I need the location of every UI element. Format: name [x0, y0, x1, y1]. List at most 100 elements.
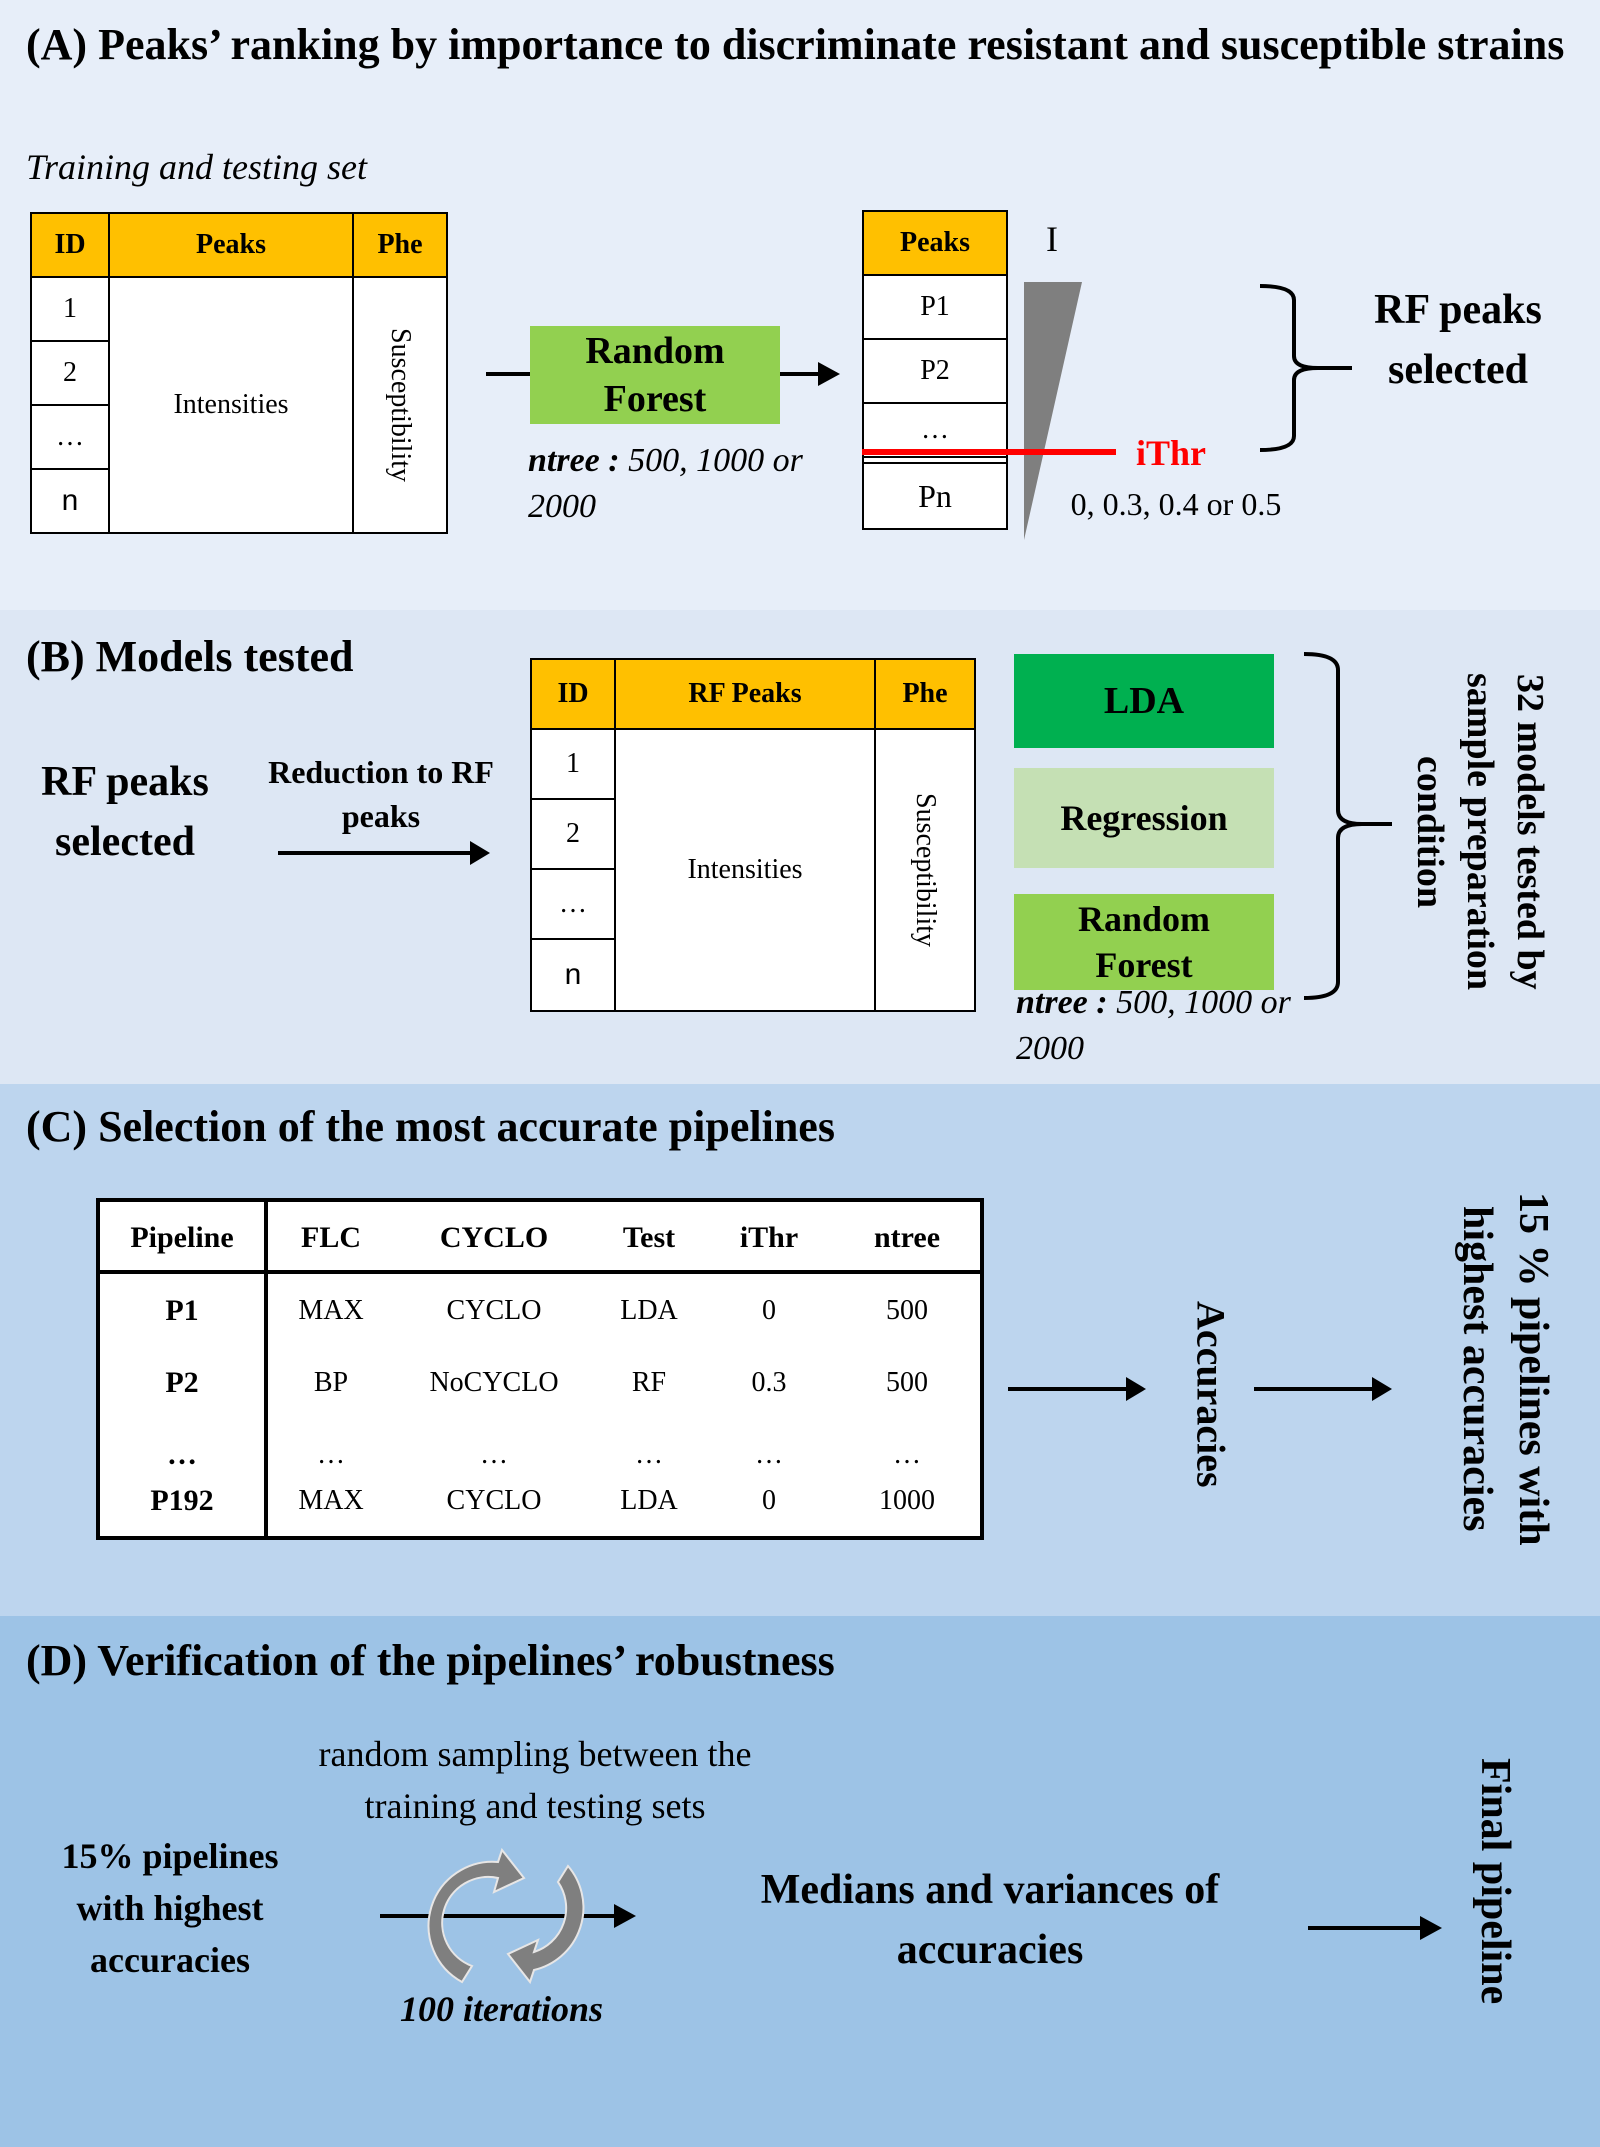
arrow-head [1420, 1916, 1442, 1940]
peak-item: … [864, 404, 1006, 458]
cyclo-value: NoCYCLO [429, 1367, 559, 1398]
final-pipeline-label: Final pipeline [1472, 1757, 1518, 2005]
ntree-key: ntree : [1016, 984, 1108, 1021]
top-pipelines-input: 15% pipelines with highest accuracies [61, 1836, 279, 1980]
ithr-value: 0 [762, 1485, 776, 1516]
ithr-value: 0.3 [751, 1367, 787, 1398]
panel-d-graphics [380, 1847, 1442, 1985]
cyclo-value: CYCLO [446, 1485, 542, 1516]
flc-value: BP [313, 1367, 349, 1398]
table-id-cell: 2 [532, 800, 616, 870]
test-value: LDA [620, 1485, 678, 1516]
intensities-label: Intensities [110, 278, 354, 532]
iterations-label: 100 iterations [400, 1989, 604, 2029]
pipelines-table: Pipeline FLC CYCLO Test iThr ntree P1 MA… [96, 1198, 984, 1540]
random-forest-box: Random Forest [530, 326, 780, 424]
panel-d: (D) Verification of the pipelines’ robus… [0, 1616, 1600, 2147]
table-row: P1 MAX CYCLO LDA 0 500 [100, 1278, 980, 1344]
table-header-phe: Phe [876, 660, 974, 730]
ithr-value: … [755, 1439, 783, 1470]
pipeline-id: … [167, 1438, 197, 1471]
rf-peaks-selected-b: RF peaks selected [41, 759, 209, 865]
peak-item: P1 [864, 276, 1006, 340]
flc-value: MAX [298, 1485, 364, 1516]
final-pipeline-note: Final pipeline [1440, 1666, 1550, 2096]
panel-b-graphics [278, 652, 1392, 1000]
reduction-label: Reduction to RF peaks [268, 754, 494, 834]
cyclo-value: CYCLO [446, 1295, 542, 1326]
table-id-cell: 1 [532, 730, 616, 800]
arrow-head [1372, 1377, 1392, 1401]
ranked-peaks-list: Peaks P1 P2 … Pn [862, 210, 1008, 530]
arrow-head [614, 1904, 636, 1928]
ntree-values: 500, 1000 or 2000 [1016, 984, 1291, 1067]
table-id-cell: n [532, 940, 616, 1010]
ithr-values: 0, 0.3, 0.4 or 0.5 [1070, 486, 1282, 522]
training-table: ID Peaks Phe 1 2 … n Intensities Suscept… [30, 212, 448, 534]
table-id-cell: 2 [32, 342, 110, 406]
ntree-key: ntree : [528, 442, 620, 479]
peak-separator [864, 458, 1006, 464]
peak-item: Pn [918, 477, 952, 514]
models-tested-label: 32 models tested by sample preparation c… [1409, 673, 1551, 991]
panel-c: (C) Selection of the most accurate pipel… [0, 1084, 1600, 1616]
table-id-cell: 1 [32, 278, 110, 342]
arrow-head [1126, 1377, 1146, 1401]
cyclo-value: … [480, 1439, 508, 1470]
header-cyclo: CYCLO [439, 1221, 549, 1254]
cycle-arrow-left [427, 1847, 526, 1984]
flc-value: … [317, 1439, 345, 1470]
panel-a-subtitle: Training and testing set [26, 147, 368, 187]
random-forest-label: Random Forest [1077, 899, 1211, 985]
arrow-head [470, 841, 490, 865]
ntree-value: 500 [886, 1295, 928, 1326]
table-header-rf-peaks: RF Peaks [616, 660, 876, 730]
table-header-id: ID [32, 214, 110, 278]
test-value: … [635, 1439, 663, 1470]
table-id-cell: … [32, 406, 110, 470]
cycle-icon [427, 1847, 585, 1985]
header-ntree: ntree [873, 1221, 941, 1254]
header-flc: FLC [301, 1221, 361, 1254]
table-header-phe: Phe [354, 214, 446, 278]
ithr-label: iThr [1136, 433, 1207, 473]
accuracies-note: Accuracies [1166, 1234, 1256, 1554]
table-id-cell: … [532, 870, 616, 940]
panel-b: (B) Models tested RF peaks selected Redu… [0, 610, 1600, 1084]
panel-a-title: (A) Peaks’ ranking by importance to disc… [26, 20, 1565, 69]
table-row: P2 BP NoCYCLO RF 0.3 500 [100, 1350, 980, 1416]
flc-value: MAX [298, 1295, 364, 1326]
ntree-value: … [893, 1439, 921, 1470]
models-tested-note: 32 models tested by sample preparation c… [1390, 640, 1570, 1024]
test-value: RF [631, 1367, 667, 1398]
lda-box: LDA [1014, 654, 1274, 748]
header-pipeline: Pipeline [130, 1221, 234, 1254]
top-pipelines-label: 15 % pipelines with highest accuracies [1454, 1192, 1556, 1546]
panel-a: (A) Peaks’ ranking by importance to disc… [0, 0, 1600, 610]
ntree-note-a: ntree : 500, 1000 or 2000 [528, 438, 828, 530]
table-id-cell: n [32, 470, 110, 532]
regression-label: Regression [1060, 798, 1228, 838]
phe-cell: Susceptibility [876, 730, 974, 1010]
pipeline-id: P192 [150, 1484, 214, 1517]
cycle-arrow-right [506, 1864, 585, 1985]
column-divider [264, 1202, 268, 1536]
medians-label: Medians and variances of accuracies [760, 1867, 1220, 1973]
top-pipelines-note: 15 % pipelines with highest accuracies [1430, 1144, 1580, 1594]
susceptibility-label: Susceptibility [385, 328, 416, 482]
ntree-note-b: ntree : 500, 1000 or 2000 [1016, 980, 1316, 1072]
peaks-header: Peaks [864, 212, 1006, 276]
panel-c-title: (C) Selection of the most accurate pipel… [26, 1102, 835, 1151]
random-forest-label: Random Forest [585, 330, 725, 420]
table-header-peaks: Peaks [110, 214, 354, 278]
accuracies-label: Accuracies [1188, 1300, 1234, 1488]
brace-a [1259, 284, 1319, 452]
sampling-label: random sampling between the training and… [318, 1734, 752, 1826]
brace-b [1303, 652, 1363, 1000]
pipeline-id: P1 [165, 1294, 199, 1327]
panel-d-title: (D) Verification of the pipelines’ robus… [26, 1636, 835, 1685]
table-header-id: ID [532, 660, 616, 730]
test-value: LDA [620, 1295, 678, 1326]
random-forest-box-b: Random Forest [1014, 894, 1274, 990]
pipeline-id: P2 [165, 1366, 199, 1399]
